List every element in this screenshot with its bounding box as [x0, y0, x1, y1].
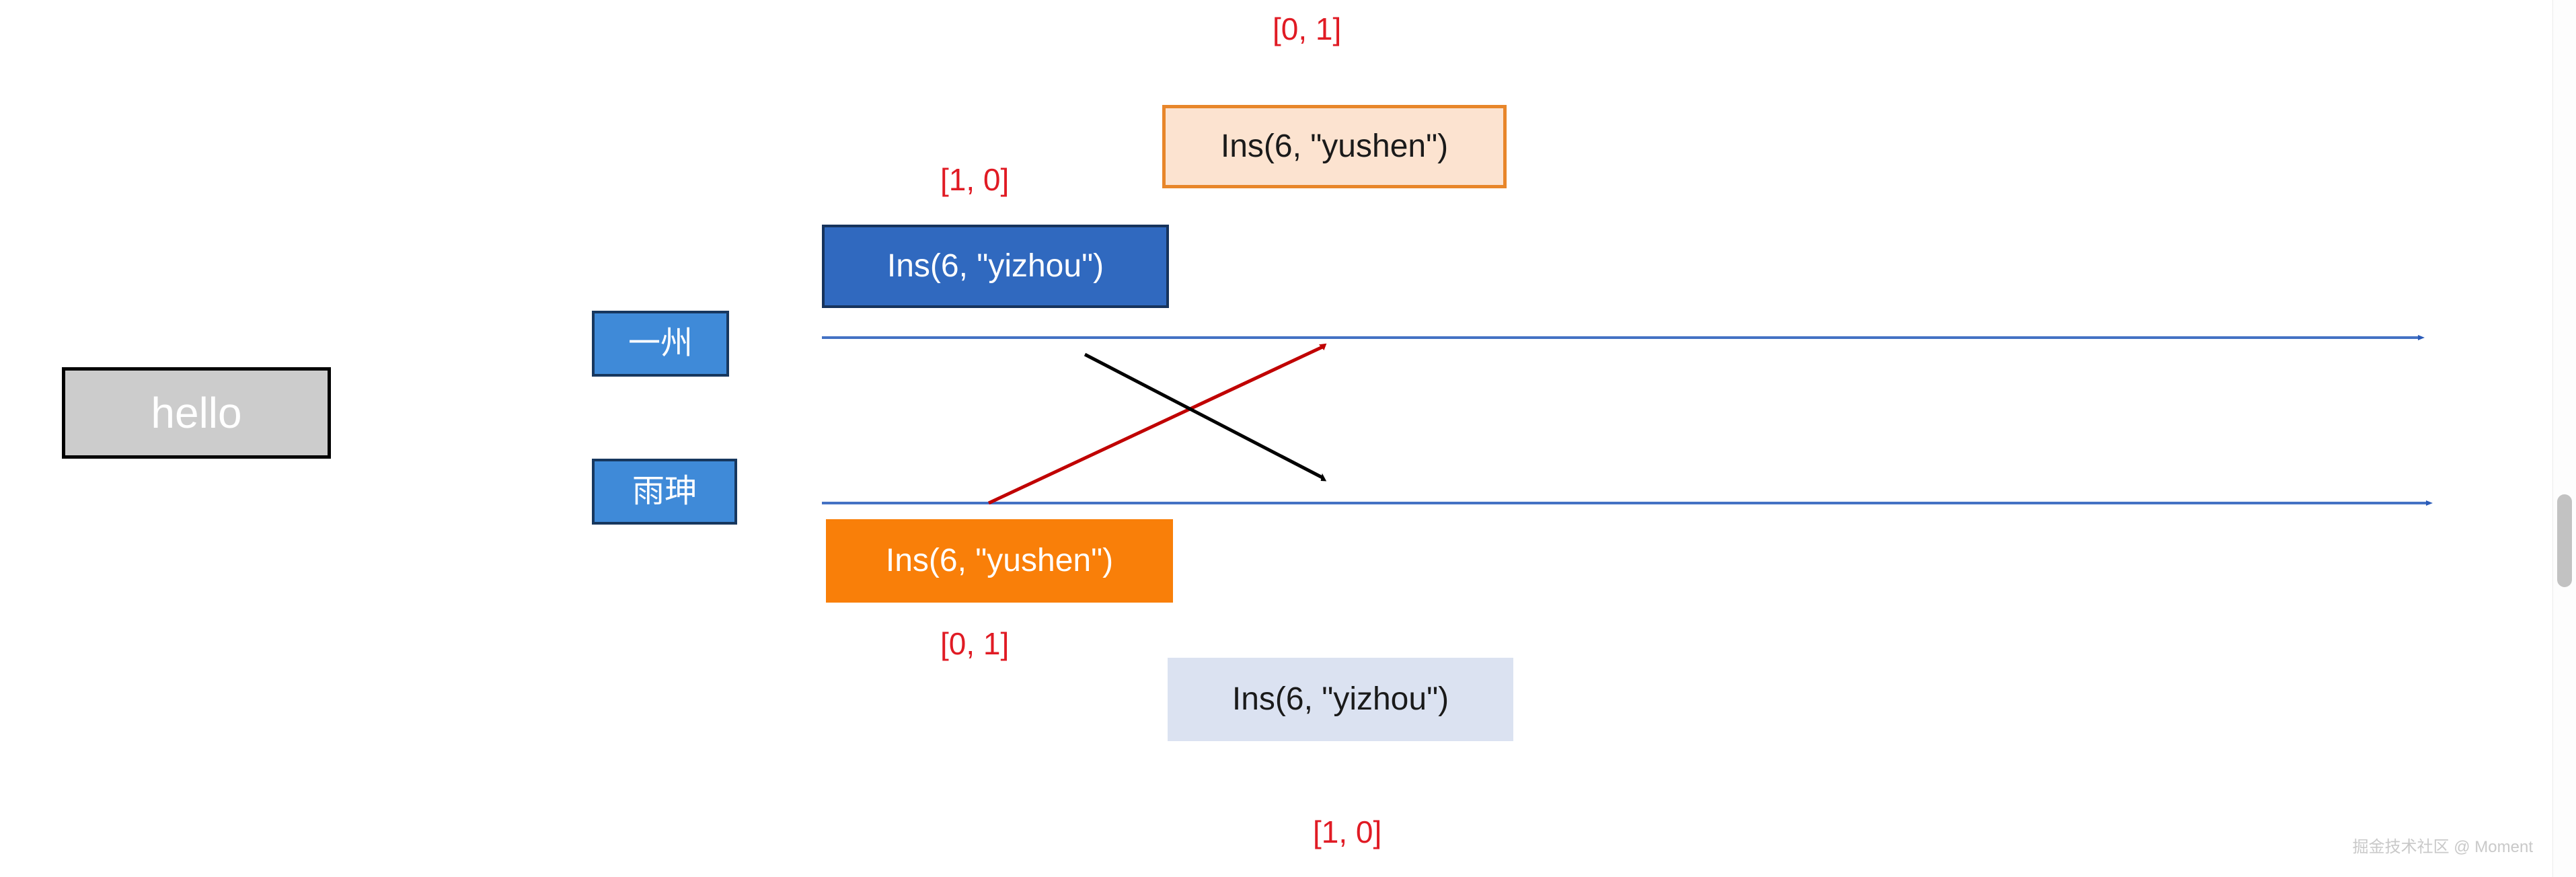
version-vector-label-top: [0, 1] [1273, 11, 1342, 46]
vertical-scrollbar-thumb[interactable] [2557, 494, 2572, 587]
operation-box-local-yushen: Ins(6, "yushen") [826, 519, 1173, 603]
operation-box-remote-yushen: Ins(6, "yushen") [1162, 105, 1507, 188]
operation-box-local-yizhou: Ins(6, "yizhou") [822, 225, 1169, 308]
actor-name-label: 雨珅 [632, 473, 697, 509]
operation-box-remote-yizhou: Ins(6, "yizhou") [1168, 658, 1513, 741]
propagate-down-arrow [1084, 352, 1327, 482]
vertical-scrollbar-track[interactable] [2552, 0, 2576, 877]
actor-label-yizhou: 一州 [592, 311, 729, 377]
watermark-text: 掘金技术社区 @ Moment [2352, 838, 2533, 856]
operation-label: Ins(6, "yushen") [885, 542, 1114, 578]
operation-label: Ins(6, "yushen") [1220, 128, 1449, 164]
actor-name-label: 一州 [628, 325, 693, 361]
actor-label-yushen: 雨珅 [592, 459, 737, 525]
document-content-label: hello [151, 388, 242, 437]
version-vector-label-upper: [1, 0] [940, 162, 1010, 197]
document-state-box: hello [62, 367, 331, 459]
operation-label: Ins(6, "yizhou") [886, 247, 1104, 284]
version-vector-label-bottom: [1, 0] [1313, 814, 1382, 849]
propagate-up-arrow [987, 343, 1327, 505]
version-vector-label-lower: [0, 1] [940, 626, 1010, 661]
operation-label: Ins(6, "yizhou") [1232, 681, 1449, 717]
